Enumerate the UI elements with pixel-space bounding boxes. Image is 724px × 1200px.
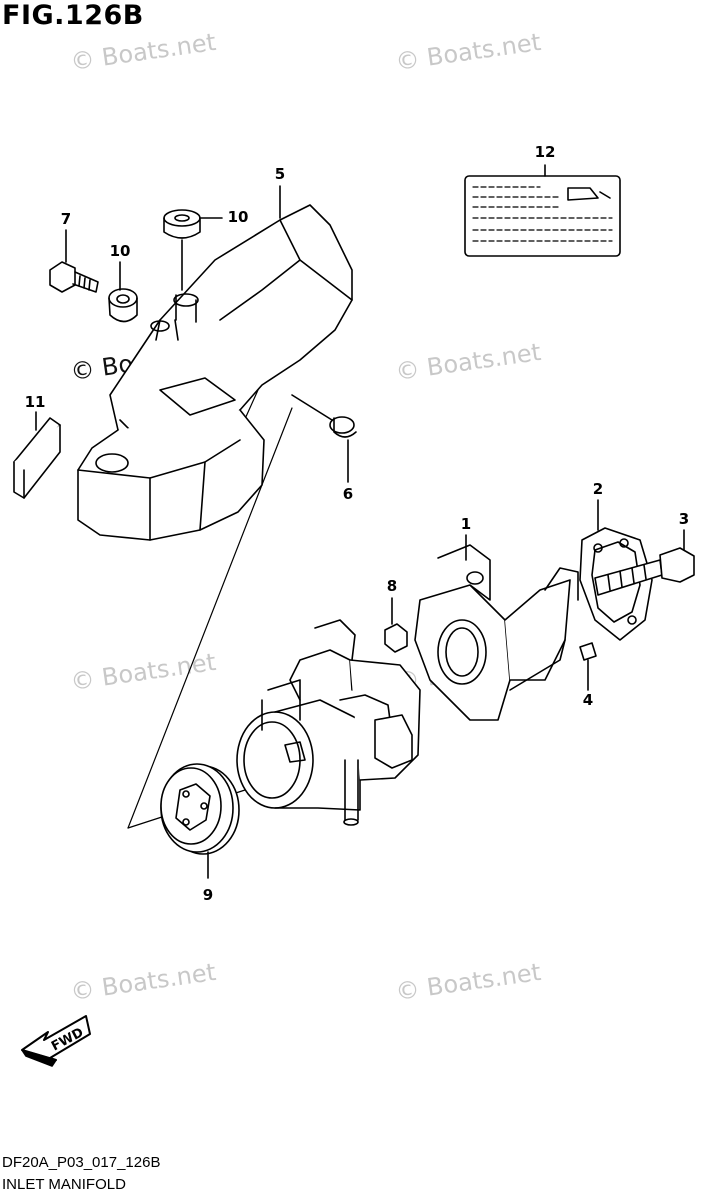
bolt-part: [49, 261, 99, 293]
callout-label: 6: [342, 485, 354, 503]
seal-strip-part: [13, 417, 61, 499]
figure-caption: INLET MANIFOLD: [2, 1176, 126, 1193]
leader-line: [291, 394, 333, 421]
square-nut-part: [384, 623, 408, 653]
callout-label: 12: [534, 143, 556, 161]
callout-label: 3: [678, 510, 690, 528]
callout-label: 8: [386, 577, 398, 595]
callout-label: 1: [460, 515, 472, 533]
figure-code: DF20A_P03_017_126B: [2, 1154, 161, 1171]
grommet-part: [108, 288, 138, 323]
manifold-body-part: [236, 619, 421, 826]
figure-title: FIG.126B: [2, 0, 144, 31]
callout-label: 2: [592, 480, 604, 498]
callout-label: 10: [227, 208, 249, 226]
callout-label: 4: [582, 691, 594, 709]
throttle-body-part: [414, 544, 579, 721]
guide-line: [127, 407, 293, 829]
grommet-small-part: [329, 416, 357, 438]
caution-label-part: [464, 164, 621, 257]
grommet-part: [163, 209, 201, 239]
dowel-pin-part: [579, 642, 597, 661]
fwd-arrow-icon: [21, 1015, 91, 1067]
long-bolt-part: [594, 547, 695, 596]
callout-label: 5: [274, 165, 286, 183]
callout-label: 9: [202, 886, 214, 904]
callout-label: 10: [109, 242, 131, 260]
callout-label: 11: [24, 393, 46, 411]
pulley-part: [160, 763, 240, 855]
callout-label: 7: [60, 210, 72, 228]
silencer-case-part: [77, 204, 353, 541]
